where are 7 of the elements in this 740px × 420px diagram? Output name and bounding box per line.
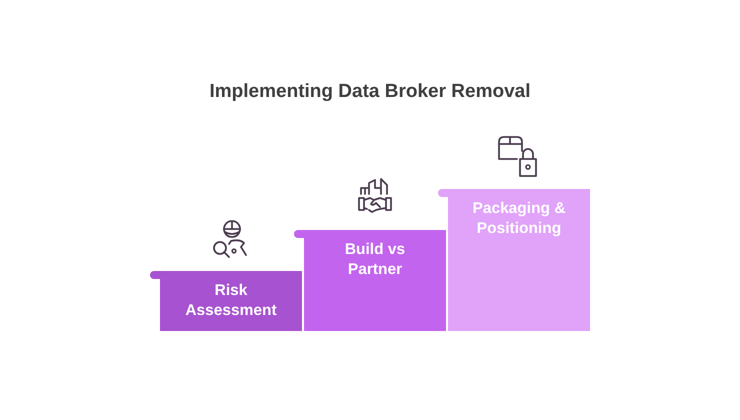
- step-block: [160, 271, 302, 331]
- step-block: [304, 230, 446, 331]
- step-block: [448, 189, 590, 331]
- step-label: Build vs Partner: [344, 240, 406, 280]
- step-label: Risk Assessment: [184, 281, 278, 321]
- step-label: Packaging & Positioning: [471, 199, 567, 239]
- title: Implementing Data Broker Removal: [210, 81, 530, 103]
